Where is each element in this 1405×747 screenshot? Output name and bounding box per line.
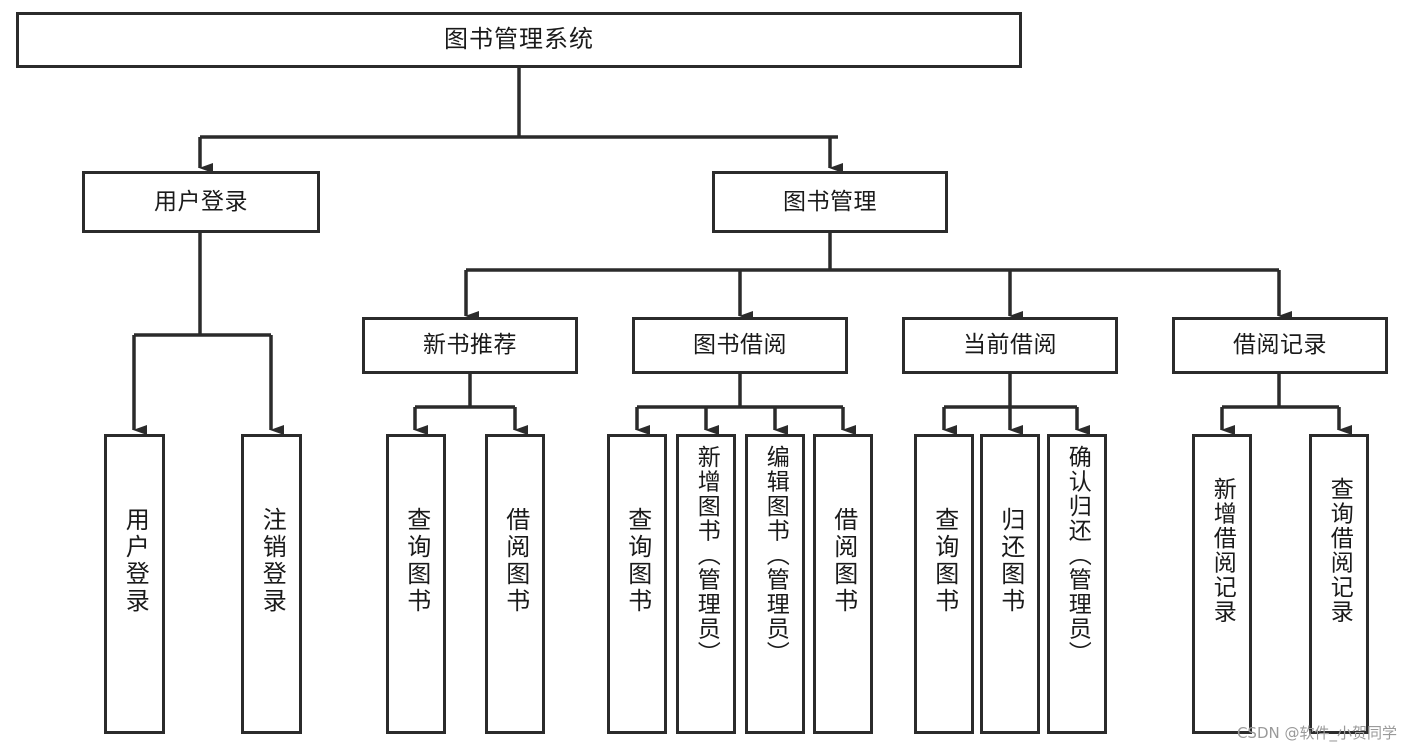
node-leaf-add-book-label: 新增图书（管理员） xyxy=(693,445,720,666)
node-leaf-query-record-label: 查询借阅记录 xyxy=(1326,477,1353,624)
node-new-book-recommend[interactable]: 新书推荐 xyxy=(362,317,578,374)
node-book-borrow-label: 图书借阅 xyxy=(693,332,787,359)
node-leaf-edit-book[interactable]: 编辑图书（管理员） xyxy=(745,434,805,734)
node-leaf-edit-book-label: 编辑图书（管理员） xyxy=(762,445,789,666)
node-book-borrow[interactable]: 图书借阅 xyxy=(632,317,848,374)
node-leaf-borrow-book-2[interactable]: 借阅图书 xyxy=(813,434,873,734)
node-leaf-user-login[interactable]: 用户登录 xyxy=(104,434,165,734)
node-leaf-query-book-1-label: 查询图书 xyxy=(402,507,431,615)
node-leaf-query-book-2[interactable]: 查询图书 xyxy=(607,434,667,734)
node-leaf-user-logout[interactable]: 注销登录 xyxy=(241,434,302,734)
node-borrow-record-label: 借阅记录 xyxy=(1233,332,1327,359)
node-leaf-return-book-label: 归还图书 xyxy=(996,507,1025,615)
node-leaf-user-login-label: 用户登录 xyxy=(121,507,150,615)
node-leaf-borrow-book-2-label: 借阅图书 xyxy=(829,507,858,615)
node-leaf-query-book-2-label: 查询图书 xyxy=(623,507,652,615)
node-root[interactable]: 图书管理系统 xyxy=(16,12,1022,68)
node-user-login-label: 用户登录 xyxy=(154,188,248,215)
node-leaf-add-book[interactable]: 新增图书（管理员） xyxy=(676,434,736,734)
node-leaf-borrow-book-1[interactable]: 借阅图书 xyxy=(485,434,545,734)
node-book-manage[interactable]: 图书管理 xyxy=(712,171,948,233)
node-book-manage-label: 图书管理 xyxy=(783,188,877,215)
node-leaf-query-record[interactable]: 查询借阅记录 xyxy=(1309,434,1369,734)
node-leaf-confirm-return[interactable]: 确认归还（管理员） xyxy=(1047,434,1107,734)
node-leaf-query-book-1[interactable]: 查询图书 xyxy=(386,434,446,734)
node-root-label: 图书管理系统 xyxy=(444,25,594,54)
node-leaf-return-book[interactable]: 归还图书 xyxy=(980,434,1040,734)
node-leaf-query-book-3[interactable]: 查询图书 xyxy=(914,434,974,734)
node-user-login[interactable]: 用户登录 xyxy=(82,171,320,233)
node-leaf-add-record-label: 新增借阅记录 xyxy=(1209,477,1236,624)
node-leaf-borrow-book-1-label: 借阅图书 xyxy=(501,507,530,615)
node-current-borrow-label: 当前借阅 xyxy=(963,332,1057,359)
node-leaf-confirm-return-label: 确认归还（管理员） xyxy=(1064,445,1091,666)
node-borrow-record[interactable]: 借阅记录 xyxy=(1172,317,1388,374)
node-leaf-user-logout-label: 注销登录 xyxy=(258,507,287,615)
node-leaf-add-record[interactable]: 新增借阅记录 xyxy=(1192,434,1252,734)
node-leaf-query-book-3-label: 查询图书 xyxy=(930,507,959,615)
node-current-borrow[interactable]: 当前借阅 xyxy=(902,317,1118,374)
node-new-book-recommend-label: 新书推荐 xyxy=(423,332,517,359)
